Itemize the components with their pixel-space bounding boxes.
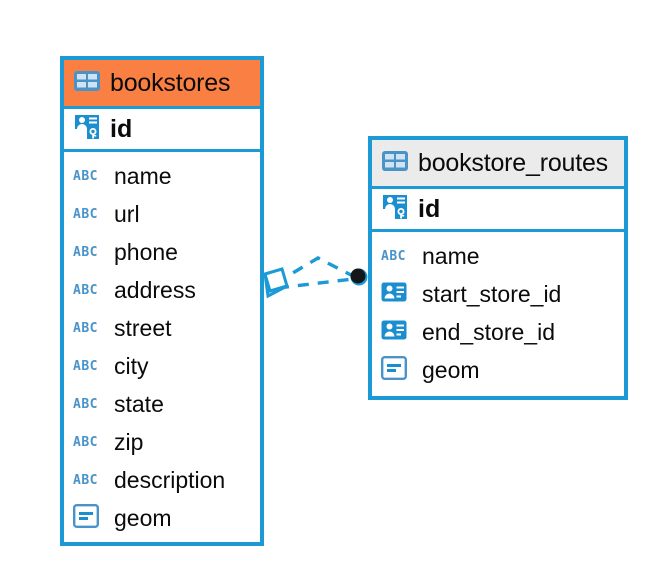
entity-title: bookstore_routes: [418, 148, 608, 177]
geometry-icon: [381, 355, 413, 385]
abc-icon: ABC: [73, 282, 98, 298]
field-label: geom: [114, 504, 172, 531]
abc-icon: ABC: [73, 244, 98, 260]
field-label: zip: [114, 428, 144, 455]
entity-header-bookstore-routes[interactable]: bookstore_routes: [372, 140, 624, 186]
abc-icon: ABC: [73, 472, 98, 488]
field-label: name: [114, 162, 172, 189]
field-row-geom[interactable]: geom: [372, 351, 624, 389]
field-row-name[interactable]: ABC name: [372, 237, 624, 275]
field-label: url: [114, 200, 140, 227]
field-row-end-store-id[interactable]: end_store_id: [372, 313, 624, 351]
abc-icon: ABC: [73, 358, 98, 374]
field-label: id: [418, 194, 441, 223]
table-icon: [73, 70, 101, 97]
field-row-geom[interactable]: geom: [64, 499, 260, 537]
entity-bookstores[interactable]: bookstores id: [60, 56, 264, 546]
table-icon: [381, 150, 409, 177]
relationship-target-marker: [350, 268, 368, 286]
primary-key-icon: [73, 113, 101, 146]
field-label: state: [114, 390, 164, 417]
field-label: id: [110, 114, 133, 143]
field-row-name[interactable]: ABC name: [64, 157, 260, 195]
entity-title: bookstores: [110, 68, 231, 97]
field-label: start_store_id: [422, 280, 562, 307]
geometry-icon: [73, 503, 105, 533]
primary-key-icon: [381, 193, 409, 226]
relationship-source-marker: [263, 267, 289, 299]
foreign-key-icon: [381, 320, 413, 345]
field-label: geom: [422, 356, 480, 383]
abc-icon: ABC: [73, 168, 98, 184]
field-row-primary-key[interactable]: id: [372, 186, 624, 232]
relationship-line-upper: [275, 256, 356, 285]
field-list-bookstores: ABC name ABC url ABC phone ABC address A…: [64, 152, 260, 543]
entity-bookstore-routes[interactable]: bookstore_routes id ABC: [368, 136, 628, 400]
field-label: address: [114, 276, 196, 303]
field-list-bookstore-routes: ABC name start_store_id: [372, 232, 624, 395]
field-row-street[interactable]: ABC street: [64, 309, 260, 347]
field-label: city: [114, 352, 149, 379]
abc-icon: ABC: [73, 434, 98, 450]
field-row-address[interactable]: ABC address: [64, 271, 260, 309]
abc-icon: ABC: [73, 320, 98, 336]
field-label: name: [422, 242, 480, 269]
foreign-key-icon: [381, 282, 413, 307]
abc-icon: ABC: [73, 206, 98, 222]
abc-icon: ABC: [73, 396, 98, 412]
abc-icon: ABC: [381, 248, 406, 264]
field-row-primary-key[interactable]: id: [64, 106, 260, 152]
field-row-city[interactable]: ABC city: [64, 347, 260, 385]
field-row-description[interactable]: ABC description: [64, 461, 260, 499]
field-row-state[interactable]: ABC state: [64, 385, 260, 423]
relationship-line-lower: [277, 277, 354, 290]
entity-header-bookstores[interactable]: bookstores: [64, 60, 260, 106]
field-row-zip[interactable]: ABC zip: [64, 423, 260, 461]
field-label: street: [114, 314, 172, 341]
field-row-url[interactable]: ABC url: [64, 195, 260, 233]
field-label: end_store_id: [422, 318, 555, 345]
field-label: phone: [114, 238, 178, 265]
field-row-start-store-id[interactable]: start_store_id: [372, 275, 624, 313]
field-row-phone[interactable]: ABC phone: [64, 233, 260, 271]
field-label: description: [114, 466, 226, 493]
